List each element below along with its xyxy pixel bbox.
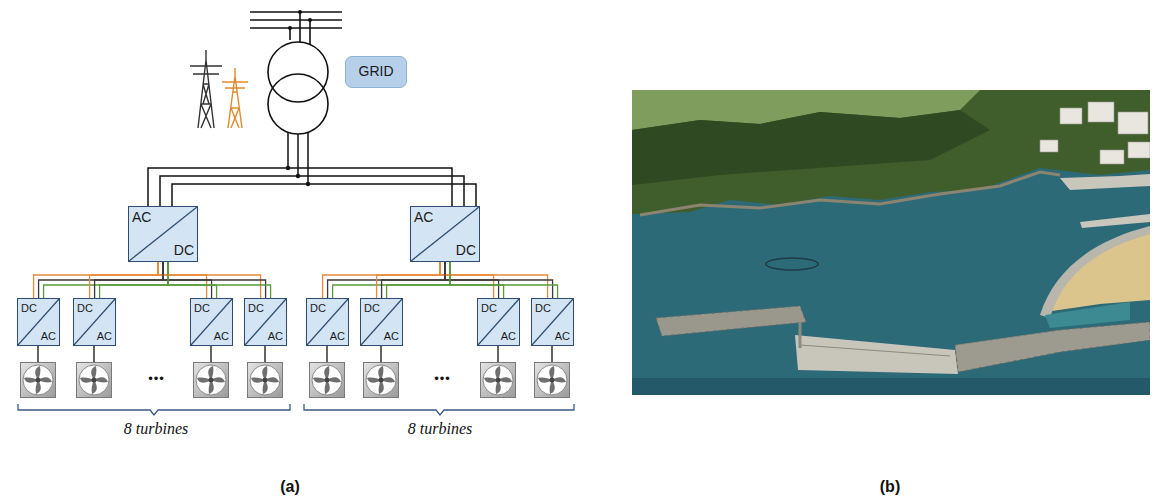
junction-dots (288, 10, 312, 30)
panel-label: (a) (280, 478, 300, 496)
converter-box: DC AC (306, 298, 349, 346)
converter-port-label: DC (21, 302, 37, 314)
ellipsis: ... (148, 360, 165, 386)
dc-bus-connector (323, 262, 450, 298)
converter-port-label: AC (268, 330, 283, 342)
converter-port-label: DC (481, 302, 497, 314)
converter-port-label: DC (535, 302, 551, 314)
group-label: 8 turbines (408, 420, 472, 438)
converter-port-label: AC (132, 210, 151, 225)
converter-port-label: DC (364, 302, 380, 314)
ellipsis: ... (434, 360, 451, 386)
bus-wire (163, 262, 266, 298)
dc-bus-connector (90, 262, 168, 298)
converter-box: AC DC (128, 206, 198, 262)
converter-box: DC AC (73, 298, 116, 346)
converter-port-label: DC (310, 302, 326, 314)
tower-icon (190, 50, 222, 128)
converter-port-label: AC (555, 330, 570, 342)
group-brace (18, 404, 574, 415)
converter-port-label: DC (248, 302, 264, 314)
converter-port-label: AC (214, 330, 229, 342)
grid-bus (250, 12, 342, 44)
converter-box: DC AC (477, 298, 520, 346)
junction-dots (286, 166, 310, 186)
dc-bus-connector (158, 262, 271, 298)
converter-port-label: DC (174, 243, 194, 258)
bus-wire (39, 262, 163, 298)
bus-wire (95, 262, 163, 298)
grid-label: GRID (359, 64, 394, 79)
group-label: 8 turbines (124, 420, 188, 438)
tower-icon (222, 68, 248, 128)
bus-wire (333, 262, 450, 298)
converter-port-label: DC (194, 302, 210, 314)
converter-port-label: DC (77, 302, 93, 314)
ac-wires (148, 132, 476, 206)
dc-bus-connector (377, 262, 450, 298)
grid-label-box: GRID (345, 56, 407, 88)
converter-port-label: AC (384, 330, 399, 342)
harbour-photo (632, 90, 1150, 395)
converter-box: DC AC (360, 298, 403, 346)
dc-bus-connector (34, 262, 168, 298)
converter-box: DC AC (531, 298, 574, 346)
bus-wire (168, 262, 271, 298)
transformer-symbol (268, 42, 328, 134)
bus-wire (44, 262, 168, 298)
bus-wire (450, 262, 558, 298)
converter-box: DC AC (17, 298, 60, 346)
dc-bus-connector (440, 262, 558, 298)
converter-port-label: AC (414, 210, 433, 225)
converter-box: DC AC (244, 298, 287, 346)
bus-wire (445, 262, 553, 298)
converter-box: AC DC (410, 206, 480, 262)
panel-label: (b) (880, 478, 900, 496)
converter-port-label: AC (501, 330, 516, 342)
converter-port-label: AC (97, 330, 112, 342)
turbine-wire (38, 346, 552, 362)
converter-port-label: DC (456, 243, 476, 258)
converter-port-label: AC (330, 330, 345, 342)
bus-wire (382, 262, 445, 298)
turbine-icon (21, 363, 570, 398)
converter-box: DC AC (190, 298, 233, 346)
converter-port-label: AC (41, 330, 56, 342)
